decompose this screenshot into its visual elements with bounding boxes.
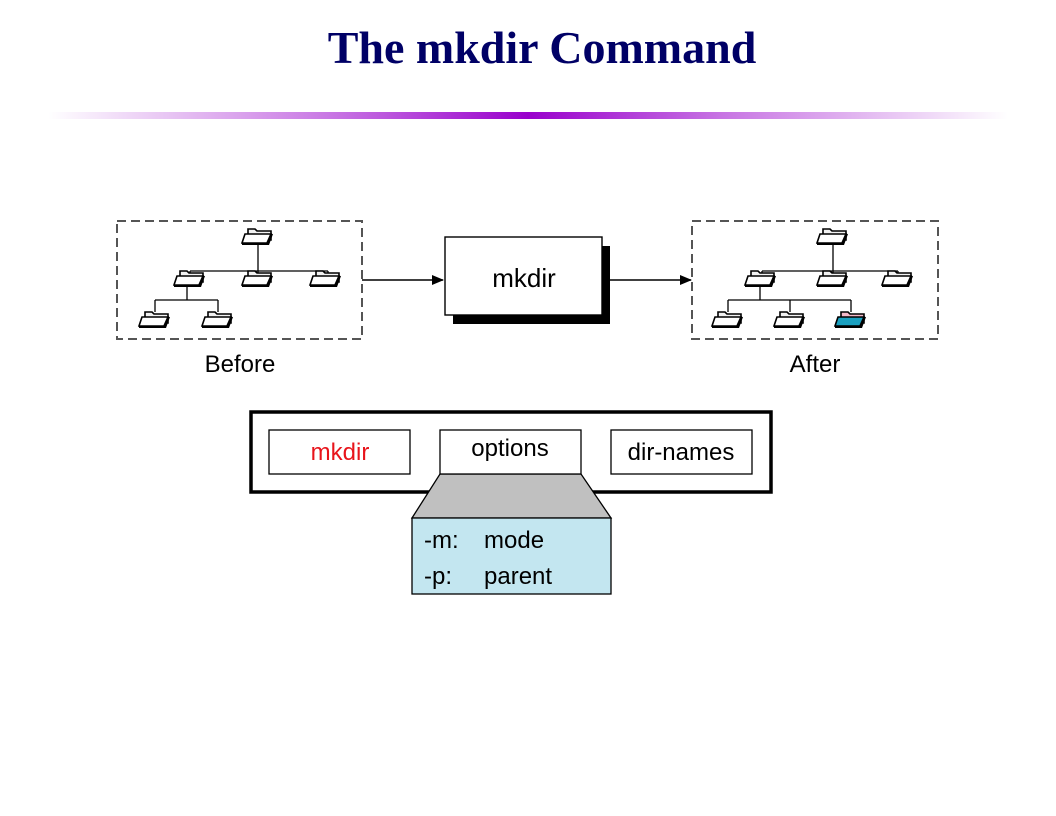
- syntax-command-label: mkdir: [311, 439, 370, 466]
- option-flag-p: -p:: [424, 563, 452, 590]
- option-meaning-mode: mode: [484, 527, 544, 554]
- before-dashed-frame: [116, 220, 363, 340]
- after-label: After: [790, 351, 841, 378]
- syntax-options-box: [439, 429, 582, 475]
- options-list: -m: mode -p: parent: [411, 517, 612, 595]
- before-root-folder-icon: [241, 228, 274, 246]
- mkdir-process-box: mkdir: [444, 236, 610, 324]
- syntax-arguments-label: dir-names: [628, 439, 735, 466]
- after-panel: After: [691, 220, 939, 378]
- new-folder-icon: [834, 311, 867, 329]
- before-label: Before: [205, 351, 276, 378]
- before-tree-lines: [154, 245, 329, 312]
- syntax-arguments-box: [610, 429, 753, 475]
- syntax-command-box: [268, 429, 411, 475]
- command-syntax: mkdir options dir-names: [249, 410, 773, 519]
- after-folder-icon: [881, 270, 914, 288]
- before-folder-icon: [173, 270, 206, 288]
- mkdir-box-face: [444, 236, 603, 316]
- syntax-options-label: options: [471, 435, 548, 462]
- option-flag-m: -m:: [424, 527, 459, 554]
- before-folder-icon: [138, 311, 171, 329]
- before-folder-icon: [201, 311, 234, 329]
- before-folder-icon: [241, 270, 274, 288]
- before-folder-icon: [309, 270, 342, 288]
- after-folder-icon: [816, 270, 849, 288]
- after-root-folder-icon: [816, 228, 849, 246]
- slide-title: The mkdir Command: [327, 22, 757, 73]
- option-meaning-parent: parent: [484, 563, 552, 590]
- options-list-box: [411, 517, 612, 595]
- after-folder-icon: [744, 270, 777, 288]
- after-folder-icon: [773, 311, 806, 329]
- mkdir-box-label: mkdir: [492, 263, 556, 293]
- before-panel: Before: [116, 220, 363, 378]
- title-divider: [48, 112, 1008, 119]
- options-connector: [410, 473, 613, 519]
- after-folder-icon: [711, 311, 744, 329]
